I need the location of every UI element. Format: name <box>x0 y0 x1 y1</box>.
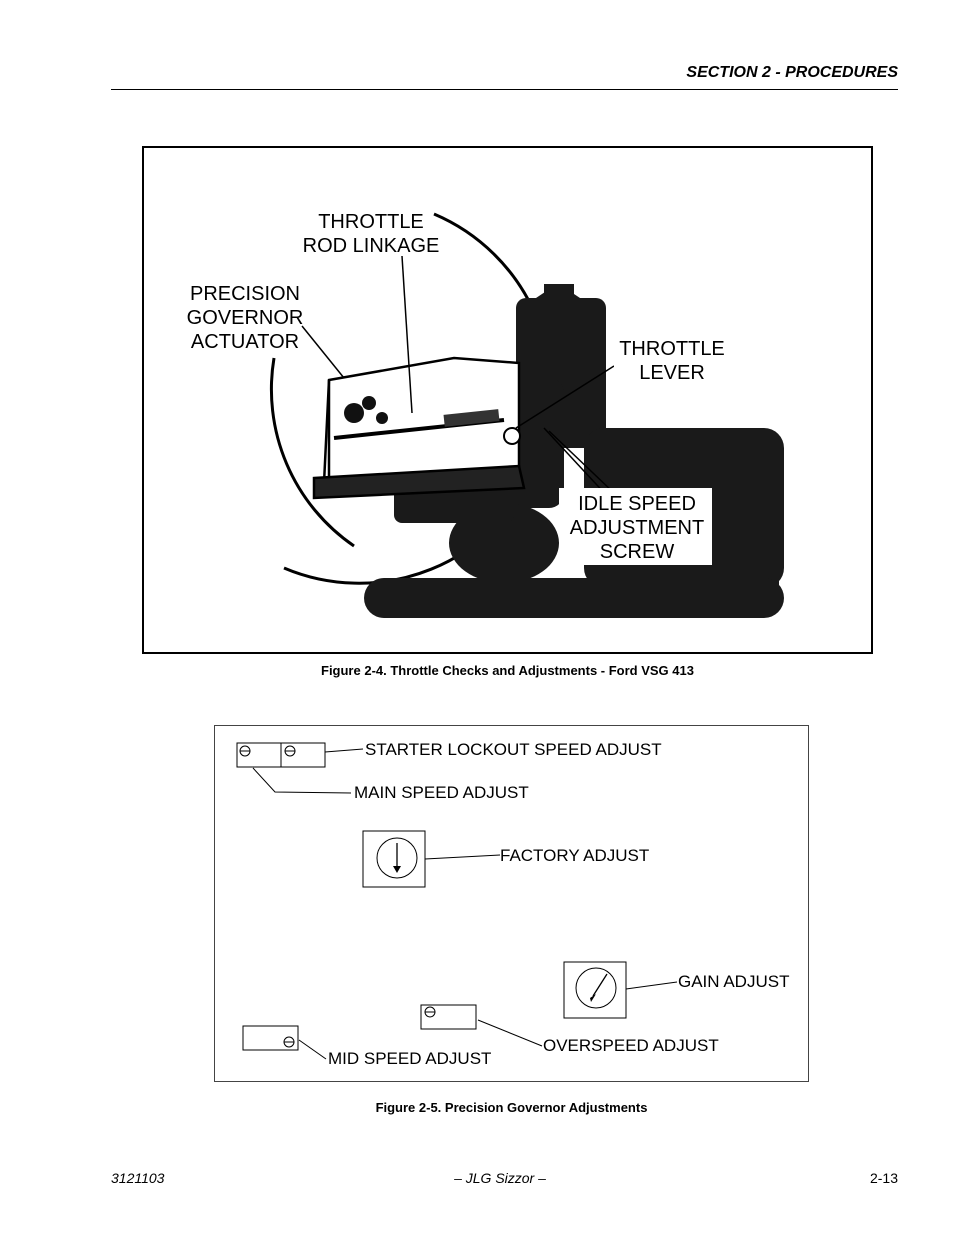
governor-actuator <box>312 356 526 500</box>
label-main-speed: MAIN SPEED ADJUST <box>354 783 529 802</box>
leader-gain <box>625 981 678 990</box>
gain-adjust-box <box>563 961 627 1019</box>
gain-dial-icon <box>575 967 617 1009</box>
leader-starter-lockout <box>324 748 364 753</box>
starter-lockout-pot-box <box>280 742 326 768</box>
label-overspeed: OVERSPEED ADJUST <box>543 1036 719 1055</box>
figure-2-4-frame: THROTTLE ROD LINKAGE PRECISION GOVERNOR … <box>142 146 873 654</box>
footer-page-number: 2-13 <box>869 1170 898 1186</box>
leader-idle-screw <box>543 427 610 499</box>
label-factory: FACTORY ADJUST <box>500 846 650 865</box>
label-idle-2: ADJUSTMENT <box>570 517 704 539</box>
leader-overspeed <box>477 1019 543 1047</box>
label-throttle-rod-1: THROTTLE <box>318 211 424 233</box>
throttle-lever-pivot <box>503 427 521 445</box>
label-gain: GAIN ADJUST <box>678 972 790 991</box>
label-throttle-rod-2: ROD LINKAGE <box>303 235 440 257</box>
leader-actuator <box>301 325 345 379</box>
label-throttle-lever-2: LEVER <box>639 362 705 384</box>
figure-2-5-caption: Figure 2-5. Precision Governor Adjustmen… <box>375 1100 648 1115</box>
throttle-illustration: THROTTLE ROD LINKAGE PRECISION GOVERNOR … <box>187 211 784 618</box>
label-idle-3: SCREW <box>600 541 675 563</box>
factory-dial-icon <box>376 837 418 879</box>
idle-label-box <box>559 488 712 565</box>
label-idle-1: IDLE SPEED <box>578 493 696 515</box>
rod-end <box>443 409 500 427</box>
leader-rod-linkage <box>401 255 413 414</box>
actuator-linkage <box>344 396 388 424</box>
leader-main-speed <box>252 767 352 794</box>
leader-mid-speed <box>298 1039 327 1060</box>
label-governor-1: PRECISION <box>190 283 300 305</box>
label-governor-2: GOVERNOR <box>187 307 304 329</box>
footer-title: – JLG Sizzor – <box>454 1170 546 1186</box>
label-throttle-lever-1: THROTTLE <box>619 338 725 360</box>
leader-factory <box>424 854 501 860</box>
footer-doc-number: 3121103 <box>111 1170 165 1186</box>
figure-2-5-frame <box>214 725 809 1082</box>
label-starter-lockout: STARTER LOCKOUT SPEED ADJUST <box>365 740 662 759</box>
label-governor-3: ACTUATOR <box>191 331 299 353</box>
section-title: SECTION 2 - PROCEDURES <box>686 64 898 81</box>
figure-2-4-caption: Figure 2-4. Throttle Checks and Adjustme… <box>321 663 694 678</box>
governor-adjustments-diagram <box>236 742 678 1060</box>
detail-circle-arc-left <box>269 357 355 548</box>
mid-speed-pot-box <box>242 1025 299 1051</box>
leader-throttle-lever <box>515 365 615 429</box>
header-rule <box>111 89 898 90</box>
label-mid-speed: MID SPEED ADJUST <box>328 1049 492 1068</box>
factory-adjust-box <box>362 830 426 888</box>
